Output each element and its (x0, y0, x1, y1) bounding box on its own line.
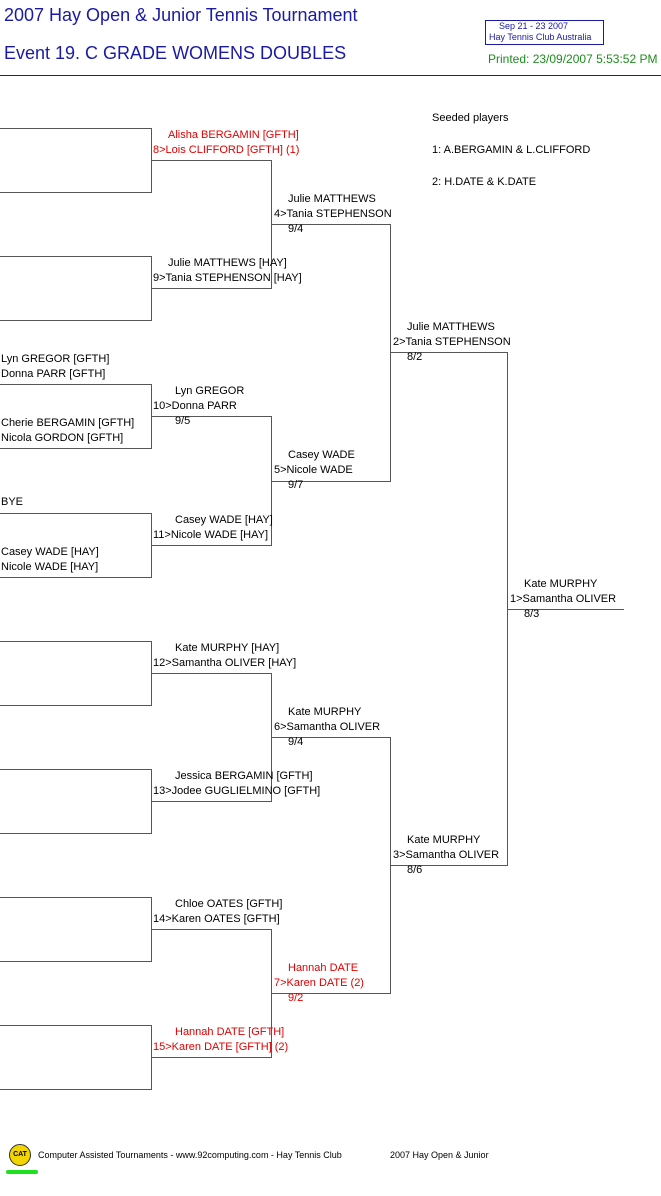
footer-event: 2007 Hay Open & Junior (390, 1150, 489, 1160)
r2-name: Hannah DATE [GFTH] (175, 1026, 285, 1038)
event-title: Event 19. C GRADE WOMENS DOUBLES (4, 43, 347, 63)
sf-box (390, 352, 508, 866)
qf-box-1 (271, 224, 391, 482)
event-venue: Hay Tennis Club Australia (489, 32, 592, 42)
seed-2: 2: H.DATE & K.DATE (432, 176, 537, 188)
sf-name: 2>Tania STEPHENSON (393, 336, 511, 348)
cat-logo: CAT (9, 1144, 31, 1166)
r2-name: Kate MURPHY [HAY] (175, 642, 280, 654)
r2-name: Lyn GREGOR (175, 385, 245, 397)
qf-name: 5>Nicole WADE (274, 464, 353, 476)
r1-player: Casey WADE [HAY] (1, 546, 99, 558)
winner-name: Kate MURPHY (524, 578, 598, 590)
r1-box-1 (0, 128, 152, 193)
r2-score: 9/5 (175, 415, 191, 427)
r1-box-7 (0, 897, 152, 962)
winner-name: 1>Samantha OLIVER (510, 593, 617, 605)
sf-name: Kate MURPHY (407, 834, 481, 846)
sf-score: 8/2 (407, 351, 423, 363)
r2-name: Chloe OATES [GFTH] (175, 898, 283, 910)
r1-player: Nicola GORDON [GFTH] (1, 432, 124, 444)
final-score: 8/3 (524, 608, 540, 620)
qf-name: Hannah DATE (288, 962, 359, 974)
r2-name: 8>Lois CLIFFORD [GFTH] (1) (153, 144, 300, 156)
r1-box-5 (0, 641, 152, 706)
r2-name: 10>Donna PARR (153, 400, 237, 412)
r2-name: Julie MATTHEWS [HAY] (168, 257, 287, 269)
r2-name: 13>Jodee GUGLIELMINO [GFTH] (153, 785, 321, 797)
qf-score: 9/2 (288, 992, 304, 1004)
header-divider (0, 75, 661, 76)
sf-name: Julie MATTHEWS (407, 321, 495, 333)
r2-name: 15>Karen DATE [GFTH] (2) (153, 1041, 289, 1053)
r2-name: Jessica BERGAMIN [GFTH] (175, 770, 313, 782)
qf-score: 9/7 (288, 479, 304, 491)
qf-name: 4>Tania STEPHENSON (274, 208, 392, 220)
qf-score: 9/4 (288, 223, 304, 235)
qf-name: Julie MATTHEWS (288, 193, 376, 205)
r1-player: Cherie BERGAMIN [GFTH] (1, 417, 135, 429)
date-venue-box: Sep 21 - 23 2007 Hay Tennis Club Austral… (485, 20, 604, 45)
r2-name: 9>Tania STEPHENSON [HAY] (153, 272, 302, 284)
qf-name: 6>Samantha OLIVER (274, 721, 381, 733)
r2-name: 14>Karen OATES [GFTH] (153, 913, 280, 925)
qf-score: 9/4 (288, 736, 304, 748)
r1-bye: BYE (1, 496, 24, 508)
r2-name: 12>Samantha OLIVER [HAY] (153, 657, 297, 669)
footer-credit: Computer Assisted Tournaments - www.92co… (38, 1150, 342, 1160)
r1-player: Lyn GREGOR [GFTH] (1, 353, 110, 365)
r2-name: Casey WADE [HAY] (175, 514, 273, 526)
r1-box-8 (0, 1025, 152, 1090)
logo-underline (6, 1170, 38, 1174)
qf-name: 7>Karen DATE (2) (274, 977, 364, 989)
r1-box-6 (0, 769, 152, 834)
r1-box-2 (0, 256, 152, 321)
r2-name: 11>Nicole WADE [HAY] (153, 529, 269, 541)
qf-name: Kate MURPHY (288, 706, 362, 718)
printed-timestamp: Printed: 23/09/2007 5:53:52 PM (488, 52, 658, 66)
r2-name: Alisha BERGAMIN [GFTH] (168, 129, 299, 141)
seed-1: 1: A.BERGAMIN & L.CLIFFORD (432, 144, 591, 156)
seeds-heading: Seeded players (432, 112, 509, 124)
sf-name: 3>Samantha OLIVER (393, 849, 500, 861)
qf-name: Casey WADE (288, 449, 355, 461)
page-title: 2007 Hay Open & Junior Tennis Tournament (4, 5, 358, 25)
sf-score: 8/6 (407, 864, 423, 876)
r1-player: Donna PARR [GFTH] (1, 368, 106, 380)
event-dates: Sep 21 - 23 2007 (499, 21, 569, 31)
r1-player: Nicole WADE [HAY] (1, 561, 99, 573)
